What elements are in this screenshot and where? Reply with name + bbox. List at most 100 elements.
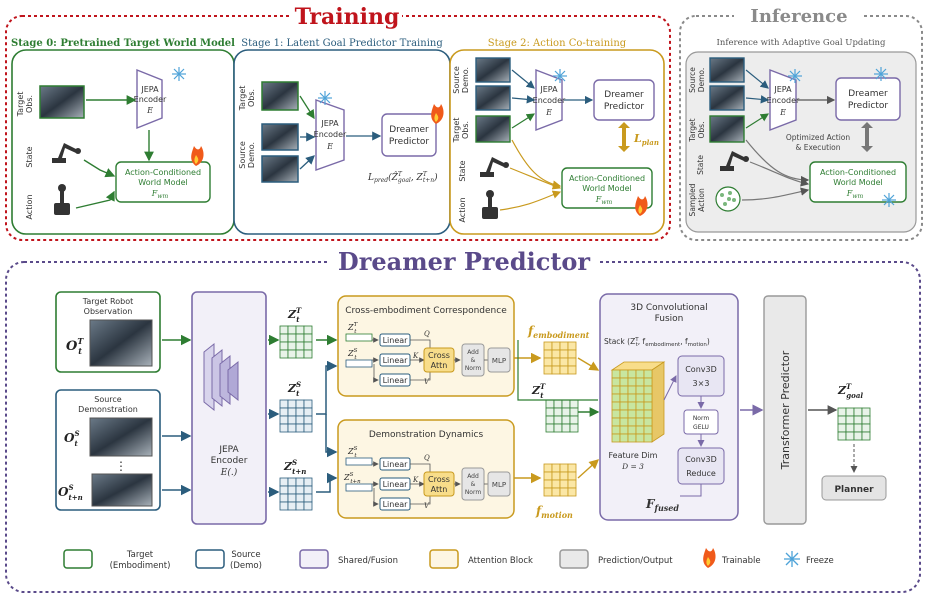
stage0-wm-label-1: Action-Conditioned: [125, 168, 201, 177]
inference-target-obs-label: TargetObs.: [688, 118, 706, 142]
latent-cell: [635, 393, 645, 403]
latent-cell: [559, 341, 569, 351]
inference-section: Inference Inference with Adaptive Goal U…: [679, 2, 923, 241]
latent-cell: [543, 479, 553, 489]
latent-cell: [635, 385, 645, 395]
latent-cell: [543, 487, 553, 497]
dyn-linear-v-label: Linear: [383, 500, 409, 509]
planner-box: [821, 475, 887, 501]
legend: Target (Embodiment) Source (Demo) Shared…: [63, 548, 834, 571]
latent-cell: [559, 479, 569, 489]
stage2-dreamer-predictor: [593, 79, 655, 121]
robot-arm-icon: [52, 143, 81, 163]
latent-cell: [611, 385, 621, 395]
stage2-source-image-2: [475, 85, 511, 111]
target-robot-label-2: Observation: [84, 307, 133, 316]
cross-v-label: V: [424, 378, 430, 386]
legend-target-swatch: [63, 549, 93, 569]
source-demo-label-1: Source: [94, 395, 122, 404]
inference-subtitle: Inference with Adaptive Goal Updating: [717, 38, 887, 48]
legend-attention-swatch: [429, 549, 459, 569]
inference-encoder-label-1: JEPA: [773, 85, 792, 94]
training-section: Training Stage 0: Pretrained Target Worl…: [5, 2, 671, 241]
latent-cell: [643, 401, 653, 411]
snowflake-icon: [553, 69, 567, 83]
legend-target-label-2: (Embodiment): [110, 561, 171, 571]
latent-cell: [303, 423, 313, 433]
latent-cell: [543, 357, 553, 367]
cross-addnorm-3: Norm: [465, 365, 482, 372]
latent-cell: [287, 485, 297, 495]
fusion-title-2: Fusion: [655, 314, 684, 324]
latent-cell: [279, 423, 289, 433]
inference-predictor-label-2: Predictor: [848, 101, 889, 111]
cross-attn-label-1: Cross: [428, 351, 450, 360]
dreamer-encoder-label-2: Encoder: [211, 456, 248, 466]
latent-cell: [561, 423, 571, 433]
latent-cell: [627, 417, 637, 427]
transformer-label: Transformer Predictor: [779, 350, 792, 470]
latent-cell: [643, 425, 653, 435]
latent-cell: [279, 407, 289, 417]
latent-cell: [861, 415, 871, 425]
inference-state-label: State: [696, 155, 705, 175]
latent-cell: [553, 407, 563, 417]
double-arrow-icon: [861, 122, 873, 152]
latent-cell: [619, 417, 629, 427]
cross-k-label: K: [412, 352, 419, 360]
dyn-mlp-box: [487, 471, 511, 497]
latent-cell: [643, 393, 653, 403]
dyn-addnorm-2: &: [471, 481, 476, 488]
latent-cell: [295, 349, 305, 359]
latent-cell: [559, 349, 569, 359]
inference-title: Inference: [750, 6, 847, 27]
latent-cell: [611, 393, 621, 403]
legend-freeze-label: Freeze: [806, 556, 834, 566]
latent-cell: [567, 471, 577, 481]
cross-mlp-box: [487, 347, 511, 373]
stage2-predictor-label-1: Dreamer: [604, 90, 644, 100]
inference-wm-label-1: Action-Conditioned: [820, 168, 896, 177]
latent-cell: [295, 501, 305, 511]
latent-cell: [279, 477, 289, 487]
stage0-action-label: Action: [25, 194, 34, 219]
latent-cell: [279, 415, 289, 425]
latent-cell: [619, 409, 629, 419]
latent-cell: [551, 357, 561, 367]
stage1-encoder-label-2: Encoder: [314, 130, 347, 139]
latent-cell: [567, 357, 577, 367]
latent-cell: [287, 477, 297, 487]
latent-cell: [861, 407, 871, 417]
source-image-2: [91, 473, 153, 507]
latent-cell: [627, 393, 637, 403]
cross-q-label: Q: [424, 330, 430, 338]
latent-cell: [543, 349, 553, 359]
latent-cell: [287, 325, 297, 335]
latent-cell: [611, 369, 621, 379]
stage0-encoder: [136, 68, 163, 130]
target-robot-label-1: Target Robot: [82, 297, 134, 306]
legend-source-label-1: Source: [231, 550, 260, 560]
latent-cell: [561, 399, 571, 409]
latent-cell: [287, 501, 297, 511]
stage2-wm-label-2: World Model: [582, 184, 632, 193]
inference-target-image: [709, 115, 745, 143]
latent-cell: [295, 415, 305, 425]
stage1-dreamer-predictor: [381, 113, 437, 157]
latent-grid-zt-target-2: [545, 399, 579, 433]
latent-cell: [551, 479, 561, 489]
latent-cell: [619, 377, 629, 387]
latent-cell: [861, 431, 871, 441]
latent-cell: [303, 325, 313, 335]
latent-cell: [287, 493, 297, 503]
snowflake-icon: [784, 551, 800, 567]
stage2-predictor-label-2: Predictor: [604, 102, 645, 112]
latent-cell: [635, 409, 645, 419]
latent-cell: [569, 399, 579, 409]
dreamer-encoder-label-3: E(.): [220, 467, 238, 478]
